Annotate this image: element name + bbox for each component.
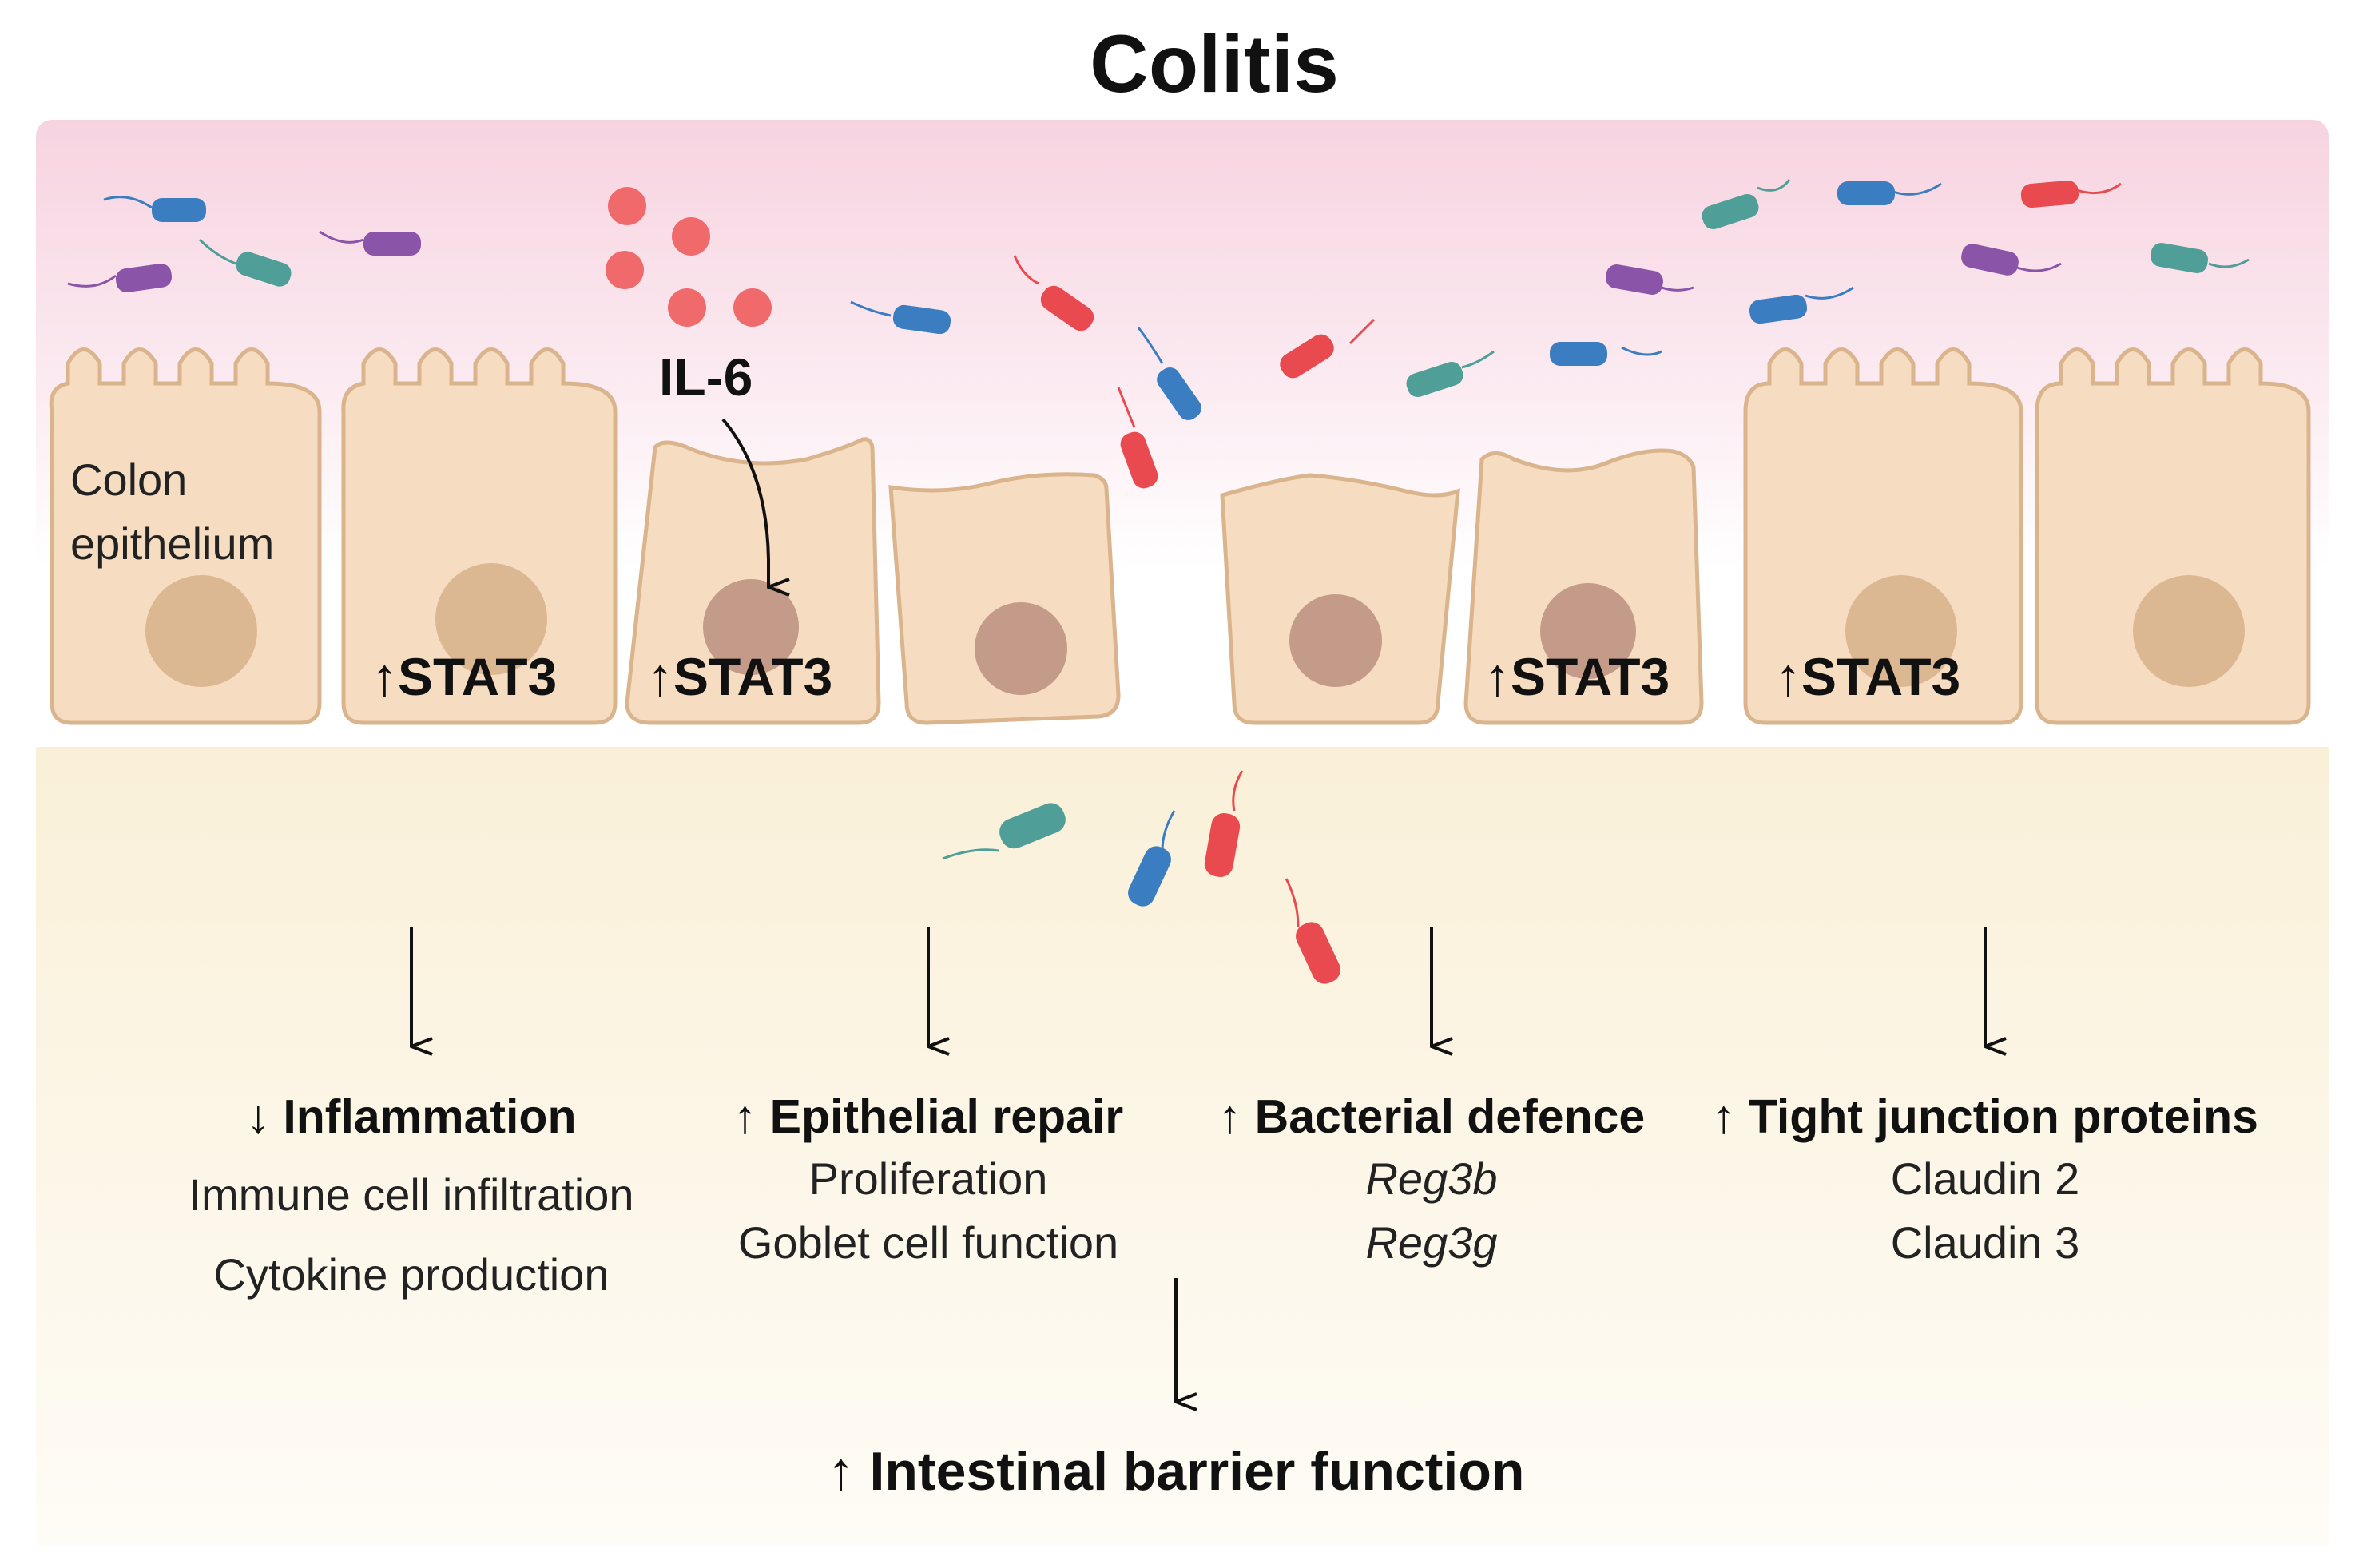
epithelial-cell [341, 347, 618, 725]
figure-title: Colitis [1090, 18, 1339, 109]
outcome-item: Goblet cell function [738, 1217, 1118, 1268]
il6-molecules [606, 187, 772, 327]
outcome-item: Proliferation [809, 1153, 1048, 1204]
outcome-inflammation: ↓ Inflammation Immune cell infiltration … [189, 1090, 633, 1300]
outcome-heading: ↑ Epithelial repair [733, 1090, 1124, 1143]
epithelial-cell [1743, 347, 2023, 725]
bacterium [1606, 264, 1694, 295]
bacterium [1013, 255, 1094, 331]
nucleus [435, 563, 547, 675]
nucleus [2133, 575, 2245, 687]
epithelium-label-line2: epithelium [70, 518, 274, 569]
outcome-heading: ↓ Inflammation [246, 1090, 576, 1143]
epithelium [49, 347, 2311, 725]
lamina-propria-background [36, 747, 2329, 1546]
stat3-label: ↑STAT3 [1484, 647, 1670, 706]
il6-dot [672, 217, 710, 256]
bacterium [1837, 181, 1942, 205]
bacterium [1961, 244, 2062, 276]
bacterium [850, 300, 951, 335]
outcome-heading: ↑ Bacterial defence [1218, 1090, 1646, 1143]
il6-label: IL-6 [659, 347, 753, 407]
bacterium [319, 230, 421, 256]
barrier-function-label: ↑ Intestinal barrier function [828, 1441, 1525, 1502]
il6-dot [668, 288, 706, 327]
epithelial-cell [888, 472, 1121, 725]
outcome-tight-junctions: ↑ Tight junction proteins Claudin 2 Clau… [1712, 1090, 2258, 1268]
bacterium [1137, 327, 1201, 420]
epithelium-label-line1: Colon [70, 455, 187, 505]
bacterium [1204, 770, 1244, 877]
il6-arrow [721, 418, 768, 587]
nucleus-activated [703, 579, 799, 675]
outcome-item: Reg3b [1365, 1153, 1497, 1204]
outcome-item: Reg3g [1365, 1217, 1497, 1268]
bacterium [1117, 387, 1158, 489]
epithelial-cell [2035, 347, 2311, 725]
bacterium [198, 238, 292, 287]
epithelial-cell [1463, 448, 1704, 725]
bacterium [67, 263, 173, 293]
outcome-epithelial-repair: ↑ Epithelial repair Proliferation Goblet… [733, 1090, 1124, 1268]
bacterium [1550, 342, 1662, 366]
epithelial-cell [625, 437, 881, 725]
il6-dot [733, 288, 772, 327]
stat3-label: ↑STAT3 [647, 647, 832, 706]
stat3-label: ↑STAT3 [1775, 647, 1960, 706]
nucleus-activated [1540, 583, 1636, 679]
bacterium [103, 196, 206, 222]
bacterium [1128, 810, 1176, 907]
bacteria [67, 179, 2250, 984]
outcome-bacterial-defence: ↑ Bacterial defence Reg3b Reg3g [1218, 1090, 1646, 1268]
bacterium [1285, 878, 1340, 984]
nucleus [1845, 575, 1957, 687]
nucleus-activated [1289, 594, 1382, 687]
outcome-heading: ↑ Tight junction proteins [1712, 1090, 2258, 1143]
outcome-item: Claudin 2 [1891, 1153, 2080, 1204]
bacterium [2151, 243, 2250, 273]
outcome-item: Claudin 3 [1891, 1217, 2080, 1268]
bacterium [1749, 286, 1854, 324]
nucleus [145, 575, 257, 687]
bacterium [1406, 350, 1495, 398]
outcome-item: Immune cell infiltration [189, 1169, 633, 1220]
bacterium [1280, 318, 1376, 379]
nucleus-activated [975, 602, 1067, 695]
stat3-label: ↑STAT3 [371, 647, 557, 706]
il6-dot [606, 251, 644, 289]
epithelial-cell [49, 347, 322, 725]
bacterium [942, 803, 1066, 860]
bacterium [1702, 179, 1791, 230]
epithelial-cell [1220, 473, 1460, 725]
il6-dot [608, 187, 646, 225]
bacterium [2020, 181, 2122, 208]
outcome-item: Cytokine production [214, 1249, 610, 1300]
